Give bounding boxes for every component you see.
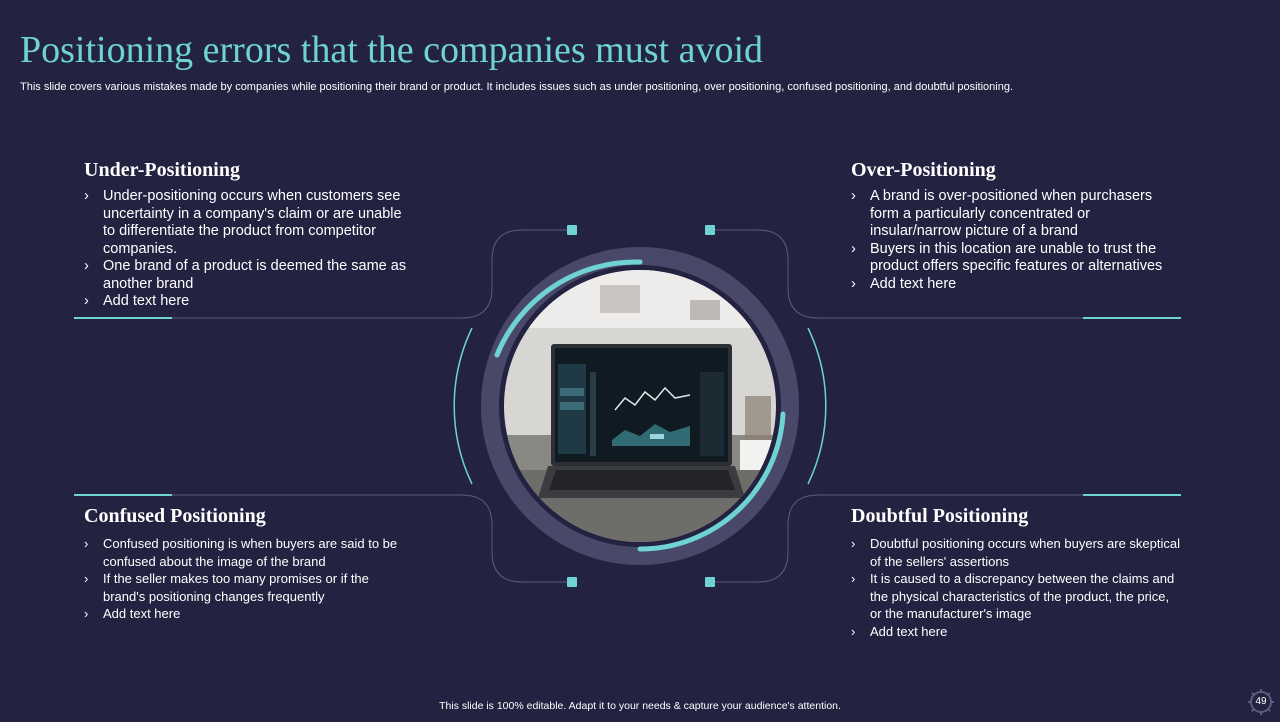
under-positioning-list: Under-positioning occurs when customers … (84, 188, 414, 311)
list-item: If the seller makes too many promises or… (84, 570, 414, 605)
outer-ring (481, 247, 799, 565)
list-item: Doubtful positioning occurs when buyers … (851, 535, 1181, 570)
doubtful-positioning-heading: Doubtful Positioning (851, 505, 1029, 527)
list-item: Under-positioning occurs when customers … (84, 188, 414, 258)
connector-lines (74, 229, 1180, 583)
list-item: Add text here (84, 293, 414, 311)
laptop-photo (504, 270, 776, 542)
doubtful-positioning-list: Doubtful positioning occurs when buyers … (851, 535, 1181, 640)
connector-nodes (567, 225, 715, 587)
over-positioning-list: A brand is over-positioned when purchase… (851, 188, 1181, 293)
list-item: Confused positioning is when buyers are … (84, 535, 414, 570)
list-item: It is caused to a discrepancy between th… (851, 570, 1181, 623)
slide-subtitle: This slide covers various mistakes made … (20, 81, 1014, 93)
slide-title: Positioning errors that the companies mu… (20, 29, 764, 71)
side-arcs (453, 327, 827, 485)
ring-accent-arcs (494, 259, 786, 552)
page-number-badge: 49 (1246, 687, 1276, 717)
list-item: Buyers in this location are unable to tr… (851, 241, 1181, 276)
over-positioning-heading: Over-Positioning (851, 159, 996, 181)
confused-positioning-list: Confused positioning is when buyers are … (84, 535, 414, 623)
footer-note: This slide is 100% editable. Adapt it to… (439, 700, 841, 712)
list-item: Add text here (84, 605, 414, 623)
page-number: 49 (1255, 696, 1267, 707)
list-item: One brand of a product is deemed the sam… (84, 258, 414, 293)
list-item: Add text here (851, 623, 1181, 641)
confused-positioning-heading: Confused Positioning (84, 505, 266, 527)
list-item: A brand is over-positioned when purchase… (851, 188, 1181, 241)
gear-icon (1248, 689, 1274, 715)
list-item: Add text here (851, 276, 1181, 294)
under-positioning-heading: Under-Positioning (84, 159, 240, 181)
accent-bars (74, 317, 1181, 496)
